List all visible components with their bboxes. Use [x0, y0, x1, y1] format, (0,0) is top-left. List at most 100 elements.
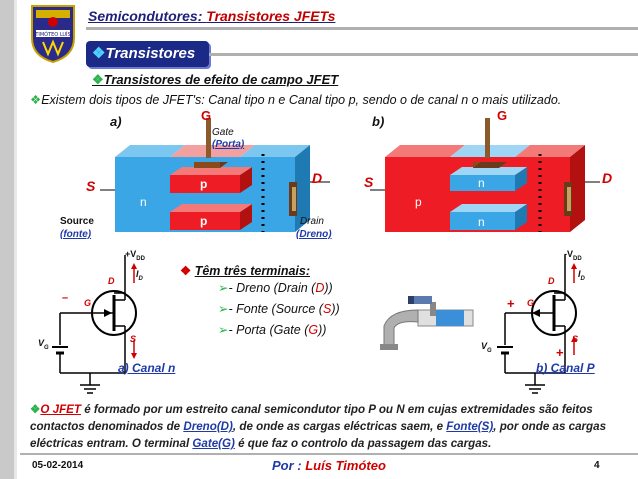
footer-author-name: Luís Timóteo — [305, 458, 386, 473]
tab-divider — [209, 53, 638, 56]
symbol-p-s: S — [572, 334, 579, 344]
diamond-bullet-icon: ❖ — [92, 72, 104, 87]
subtitle-text: Transistores de efeito de campo JFET — [103, 72, 339, 87]
para-text-2: , de onde as cargas eléctricas saem, e — [232, 420, 447, 433]
diagram-b-gate-region-bottom: n — [478, 215, 485, 229]
terminal-item-pre: - Porta (Gate ( — [228, 323, 309, 337]
symbol-n-id-text: I — [136, 269, 139, 279]
terminal-item-key: S — [322, 302, 332, 316]
symbol-n-d: D — [108, 276, 115, 286]
terminal-item: ➢- Porta (Gate (G)) — [218, 320, 340, 341]
diagram-a-channel-label: n — [140, 195, 147, 209]
symbol-n-vg-text: V — [38, 338, 45, 348]
diagram-a-gate-region-bottom: p — [200, 214, 207, 228]
para-text-3: , por onde as cargas eléctricas entram. … — [30, 420, 607, 450]
symbol-p-vg: VG — [481, 341, 492, 354]
diagram-a-source-letter: S — [86, 178, 96, 194]
symbol-p-plus-top: + — [507, 296, 515, 311]
para-fonte: Fonte(S) — [446, 420, 494, 433]
terminal-item: ➢- Dreno (Drain (D)) — [218, 278, 340, 299]
diagram-b-source-letter: S — [364, 174, 374, 190]
footer-divider — [20, 453, 638, 455]
intro-line: ❖Existem dois tipos de JFET's: Canal tip… — [30, 92, 561, 107]
symbol-p-id-text: I — [578, 269, 581, 279]
diagram-a-gate-region-top: p — [200, 177, 207, 191]
arrow-bullet-icon: ➢ — [218, 323, 229, 337]
left-decor-bar — [0, 0, 14, 479]
symbol-jfet-p-channel — [497, 255, 577, 394]
subtitle: ❖Transistores de efeito de campo JFET — [92, 72, 338, 88]
footer-author: Por : Luís Timóteo — [272, 458, 386, 473]
header-title-main: Semicondutores — [88, 8, 198, 24]
section-tab-transistores: ❖Transistores — [86, 41, 209, 67]
symbol-n-vdd-sub: DD — [136, 255, 145, 262]
para-text-1: é formado por um estreito canal semicond… — [30, 403, 593, 433]
header-title-sep: : — [197, 8, 207, 24]
terminal-item-key: G — [308, 323, 319, 337]
footer-page-number: 4 — [594, 460, 600, 471]
diamond-bullet-icon: ❖ — [30, 403, 41, 416]
terminal-item-pre: - Dreno (Drain ( — [228, 281, 316, 295]
description-paragraph: ❖O JFET é formado por um estreito canal … — [30, 401, 635, 452]
diagram-a-gate-word: Gate — [212, 127, 234, 138]
symbol-p-vdd: -VDD — [564, 249, 582, 262]
symbol-n-vdd-text: +V — [125, 249, 137, 259]
footer-date: 05-02-2014 — [32, 460, 84, 471]
terminals-list: ❖ Têm três terminais: ➢- Dreno (Drain (D… — [180, 263, 340, 341]
section-tab-label: Transistores — [105, 45, 196, 62]
symbol-p-d: D — [548, 276, 555, 286]
terminal-item-key: D — [315, 281, 325, 295]
symbol-n-id-sub: D — [138, 275, 143, 282]
header-title-sub: Transistores JFETs — [206, 8, 336, 24]
symbol-p-vg-text: V — [481, 341, 488, 351]
diamond-bullet-icon: ❖ — [180, 264, 195, 278]
diagram-a-drain-pt: (Dreno) — [296, 229, 332, 240]
terminal-item-pre: - Fonte (Source ( — [228, 302, 323, 316]
symbol-n-vg-sub: G — [44, 344, 49, 351]
terminal-item-post: )) — [324, 281, 333, 295]
para-jfet: O JFET — [40, 403, 81, 416]
arrow-bullet-icon: ➢ — [218, 302, 229, 316]
diagram-b-drain-letter: D — [602, 170, 613, 186]
symbol-n-s: S — [130, 334, 137, 344]
water-tap-illustration — [380, 296, 474, 350]
symbol-n-vg: VG — [38, 338, 49, 351]
diagram-a-drain-word: Drain — [300, 216, 324, 227]
diagram-a-drain-letter: D — [312, 170, 323, 186]
symbol-n-vdd: +VDD — [125, 249, 145, 262]
diagram-a-label: a) — [110, 114, 122, 129]
symbol-n-g: G — [84, 298, 92, 308]
diagram-b-gate-letter: G — [497, 108, 508, 123]
symbol-p-plus-bottom: + — [556, 345, 564, 360]
diagram-a-gate-pt: (Porta) — [212, 139, 245, 150]
diagram-a-jfet-n: n p p — [100, 118, 330, 232]
symbol-jfet-n-channel — [52, 255, 137, 394]
terminals-heading: ❖ Têm três terminais: — [180, 263, 340, 278]
symbol-n-minus: – — [62, 292, 69, 304]
logo-shield: TIMÓTEO LUÍS — [31, 5, 75, 64]
terminal-item-post: )) — [331, 302, 340, 316]
terminals-heading-text: Têm três terminais: — [194, 264, 311, 278]
diagram-a-source-pt: (fonte) — [60, 229, 92, 240]
footer-author-sep: : — [293, 458, 306, 473]
slide-header: Semicondutores: Transistores JFETs — [88, 8, 335, 24]
para-dreno: Dreno(D) — [183, 420, 233, 433]
diagram-b-gate-region-top: n — [478, 176, 485, 190]
header-divider — [86, 27, 638, 30]
symbol-p-vdd-text: -V — [564, 249, 573, 259]
symbol-p-vdd-sub: DD — [573, 255, 582, 262]
arrow-bullet-icon: ➢ — [218, 281, 229, 295]
terminal-item: ➢- Fonte (Source (S)) — [218, 299, 340, 320]
footer-author-pre: Por — [272, 458, 294, 473]
symbol-n-caption: a) Canal n — [118, 361, 176, 375]
diagram-a-gate-letter: G — [201, 108, 212, 123]
symbol-p-id: ID — [578, 269, 585, 282]
diagram-b-channel-label: p — [415, 195, 422, 209]
intro-text: Existem dois tipos de JFET's: Canal tipo… — [41, 93, 562, 107]
left-decor-bar-inner — [14, 0, 17, 479]
logo-caption: TIMÓTEO LUÍS — [34, 31, 70, 38]
symbol-p-vg-sub: G — [487, 347, 492, 354]
symbol-p-id-sub: D — [580, 275, 585, 282]
diagram-b-jfet-p: p n n — [370, 118, 600, 232]
para-gate: Gate(G) — [192, 437, 235, 450]
